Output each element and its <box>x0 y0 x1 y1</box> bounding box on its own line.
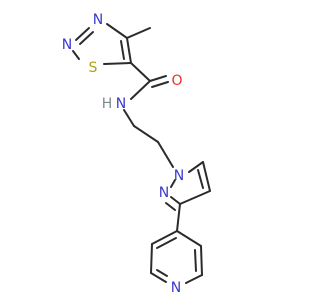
bond-s1-c5 <box>103 62 132 65</box>
pyrazole-n1-label: N <box>174 168 184 184</box>
bond-c2-n1 <box>185 274 203 284</box>
bond-n2-s1 <box>72 50 80 60</box>
bond-c5-carbonyl <box>130 62 151 82</box>
amide-n-label: N <box>116 96 126 112</box>
pyridine-n-label: N <box>171 280 181 296</box>
thiadiazole-ring <box>72 23 132 65</box>
bond-c5-c4-a <box>202 161 211 192</box>
bond-pyrazole-pyridine <box>176 203 181 232</box>
bond-n3-n2-b <box>79 31 94 45</box>
thiadiazole-s-label: S <box>89 60 98 76</box>
bond-c5-c4-a <box>126 37 132 64</box>
bond-methyl <box>126 27 151 39</box>
carbonyl-o-label: O <box>171 73 182 89</box>
bond-carbonyl-n <box>130 80 151 100</box>
bond-ch2-n1 <box>157 141 174 168</box>
molecule-structure-diagram: N N S O N H N N N <box>62 12 211 296</box>
bond-ch2-ch2 <box>133 125 159 143</box>
bond-c5-c4-b <box>197 169 204 189</box>
bond-n2-n1 <box>170 179 176 188</box>
bond-n3-n2-a <box>75 27 90 41</box>
bond-c4-c3 <box>179 190 211 205</box>
bond-carbonyl-o-a <box>149 75 167 82</box>
thiadiazole-n-left-label: N <box>62 37 72 53</box>
bond-c4-c5-a <box>151 230 178 245</box>
bond-c4-c3 <box>176 230 202 247</box>
pyridine-ring <box>150 230 203 284</box>
bond-c3-n2-b <box>165 202 176 211</box>
amide-h-label: H <box>102 96 113 112</box>
bond-carbonyl-o-b <box>151 81 169 88</box>
bond-c5-c4-b <box>120 40 125 60</box>
pyrazole-ring <box>165 161 211 211</box>
bond-c3-c2-b <box>194 249 197 272</box>
bond-c4-n3 <box>106 23 128 39</box>
pyrazole-n2-label: N <box>159 185 169 201</box>
bond-c6-n1-a <box>150 272 167 283</box>
bond-c5-c6 <box>150 243 153 274</box>
bond-c3-n2-a <box>170 196 181 205</box>
bond-c6-n1-b <box>156 269 168 277</box>
bond-c3-c2-a <box>200 245 203 276</box>
thiadiazole-n-top-label: N <box>93 12 103 28</box>
bond-c4-c5-b <box>156 237 177 249</box>
bond-n-ch2 <box>123 109 135 127</box>
bond-n1-c5 <box>188 161 204 173</box>
